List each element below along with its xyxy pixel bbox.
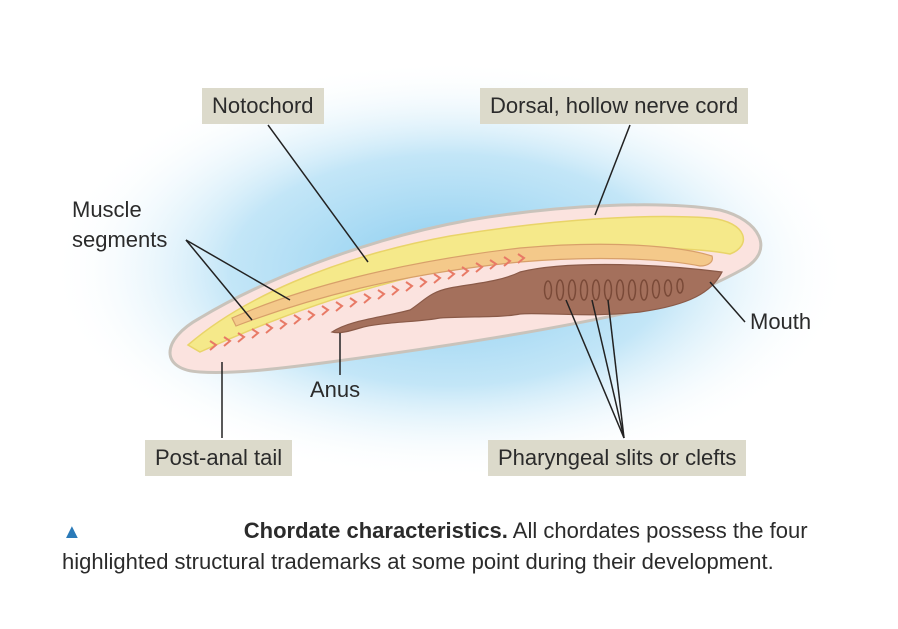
notochord-shape <box>231 243 713 327</box>
caption-text: All chordates possess the four highlight… <box>62 518 808 574</box>
triangle-marker-icon: ▲ <box>62 521 82 543</box>
label-notochord: Notochord <box>202 88 324 124</box>
label-nerve-cord: Dorsal, hollow nerve cord <box>480 88 749 124</box>
label-anus: Anus <box>310 377 361 402</box>
chordate-diagram: Notochord Dorsal, hollow nerve cord Musc… <box>50 60 850 480</box>
muscle-segments <box>209 253 526 351</box>
label-muscle-segments-1: Muscle <box>72 197 142 222</box>
caption-title: Chordate characteristics. <box>243 518 508 543</box>
label-mouth: Mouth <box>750 309 812 334</box>
figure-caption: ▲ Chordate characteristics. All chordates… <box>62 516 862 576</box>
gut-shape <box>330 263 723 334</box>
label-pharyngeal-slits: Pharyngeal slits or clefts <box>488 440 747 476</box>
label-muscle-segments-2: segments <box>72 227 168 252</box>
label-post-anal-tail: Post-anal tail <box>145 440 293 476</box>
diagram-canvas <box>50 60 850 480</box>
leader-lines <box>185 124 746 439</box>
